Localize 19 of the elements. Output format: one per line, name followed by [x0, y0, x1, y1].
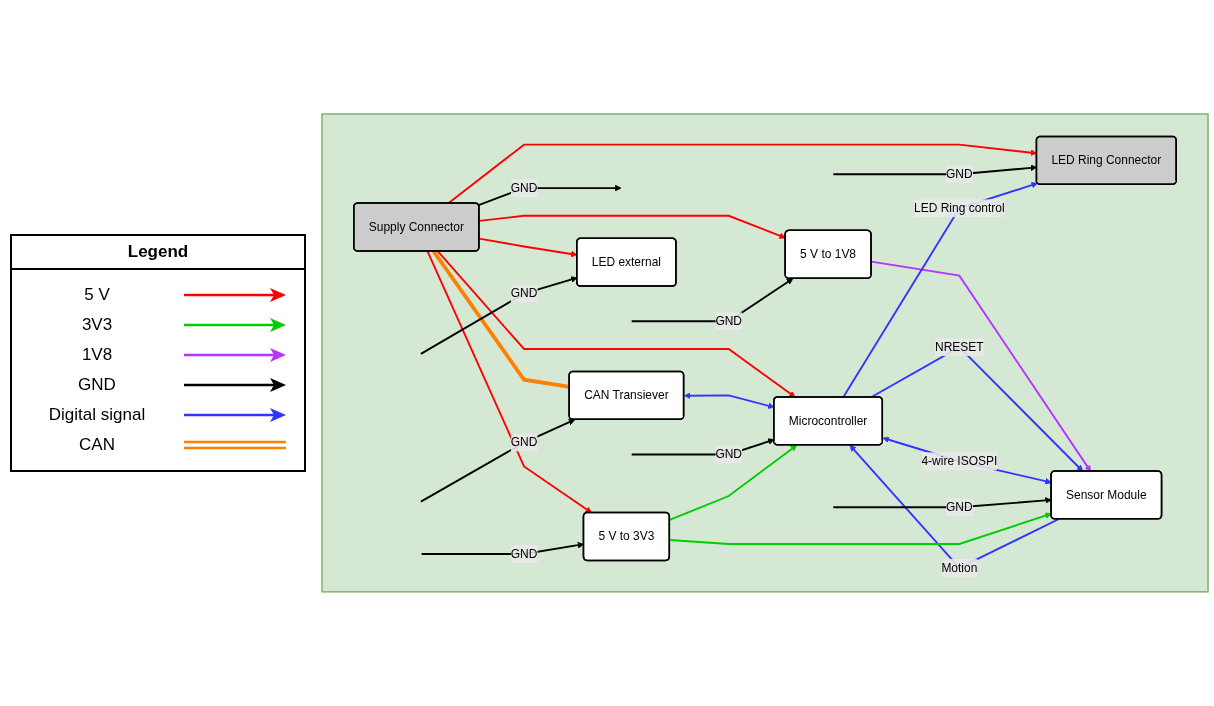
process-box: 5 V to 3V3 [582, 511, 671, 562]
arrow [436, 250, 796, 398]
process-box: Sensor Module [1050, 470, 1163, 520]
legend-text: 3V3 [80, 315, 114, 335]
process-box: CAN Transiever [568, 370, 685, 421]
legend-title: Legend [12, 236, 304, 270]
arrow [478, 214, 786, 239]
process-box: LED external [576, 237, 677, 287]
process-box: 5 V to 1V8 [784, 229, 872, 280]
process-box: Supply Connector [353, 202, 480, 252]
arrow [870, 260, 1091, 472]
arrow [426, 250, 593, 514]
legend-text: CAN [78, 435, 116, 455]
legend-text: 1V8 [80, 345, 114, 365]
legend-text: GND [77, 375, 117, 395]
legend-text: Digital signal [47, 405, 147, 425]
legend-text: 5 V [83, 285, 111, 305]
process-box: LED Ring Connector [1035, 135, 1177, 186]
process-box: Microcontroller [773, 396, 884, 446]
